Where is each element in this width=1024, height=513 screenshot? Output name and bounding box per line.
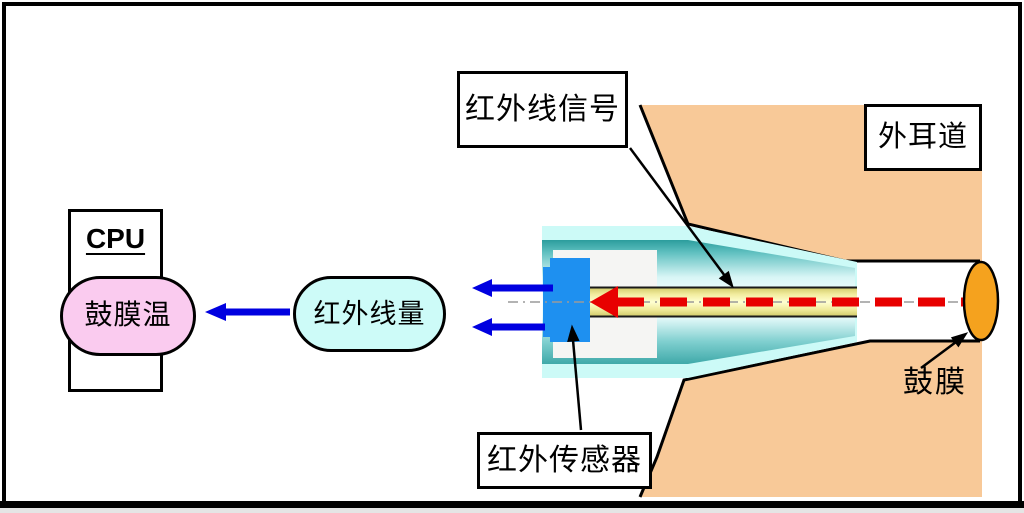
cpu-title: CPU bbox=[85, 223, 146, 254]
callout-ear-canal: 外耳道 bbox=[864, 104, 982, 171]
eardrum-temp-pill: 鼓膜温 bbox=[60, 276, 196, 356]
ir-amount-pill: 红外线量 bbox=[293, 276, 446, 352]
pointer-ir-sensor bbox=[567, 324, 583, 431]
pointer-ir-signal bbox=[628, 147, 734, 289]
ir-beam-dashed-arrow bbox=[590, 286, 986, 318]
pointer-eardrum bbox=[920, 332, 969, 370]
callout-ir-signal: 红外线信号 bbox=[457, 71, 628, 148]
ear-canal-wall-outline-upper bbox=[638, 104, 980, 263]
frame-bottom-shadow bbox=[0, 508, 1024, 513]
ir-sensor-block bbox=[550, 258, 590, 342]
eardrum-label: 鼓膜 bbox=[903, 366, 967, 399]
frame-bottom-bar bbox=[0, 501, 1024, 508]
heat-flow-arrow-bottom bbox=[472, 318, 545, 336]
data-flow-arrow bbox=[205, 303, 290, 321]
callout-ir-sensor: 红外传感器 bbox=[477, 432, 652, 489]
ear-skin-lower bbox=[640, 341, 982, 497]
eardrum-ellipse bbox=[962, 260, 1000, 342]
heat-flow-arrow-top bbox=[472, 279, 553, 297]
